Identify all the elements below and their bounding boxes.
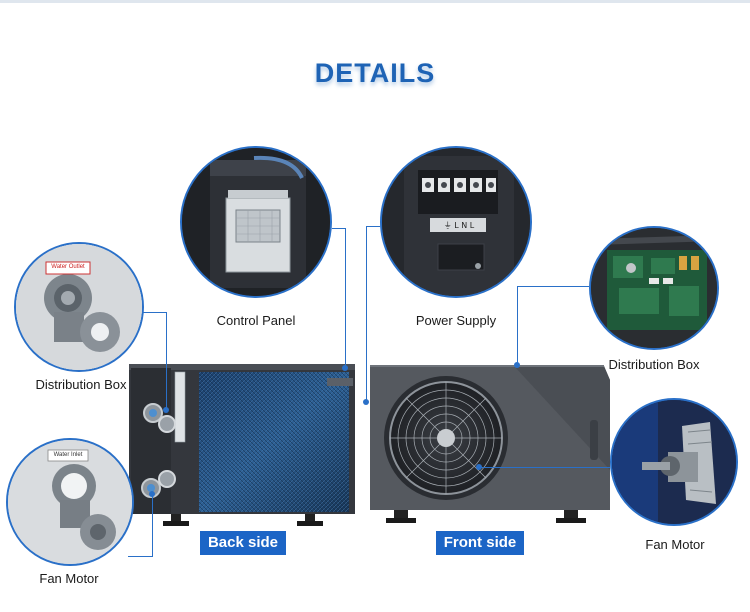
distribution-box-right-caption: Distribution Box — [608, 357, 700, 372]
back-side-label: Back side — [200, 531, 286, 555]
leader-dot — [476, 464, 482, 470]
fan-motor-right-detail-circle — [610, 398, 738, 526]
back-side-unit-image — [129, 364, 355, 526]
leader-line — [142, 312, 166, 313]
water-outlet-valve-photo — [16, 244, 142, 370]
front-side-label: Front side — [436, 531, 524, 555]
page-title: DETAILS — [314, 58, 436, 88]
water-outlet-tag: Water Outlet — [51, 264, 85, 270]
control-panel-detail-circle — [180, 146, 332, 298]
control-panel-photo — [182, 148, 330, 296]
power-supply-caption: Power Supply — [415, 313, 497, 328]
leader-dot — [514, 362, 520, 368]
leader-line — [166, 312, 167, 410]
distribution-box-right-detail-circle — [589, 226, 719, 350]
power-supply-detail-circle: ⏚ L N L — [380, 146, 532, 298]
leader-line — [152, 494, 153, 557]
leader-line — [366, 226, 380, 227]
leader-line — [345, 228, 346, 368]
top-divider — [0, 0, 750, 3]
control-panel-caption: Control Panel — [216, 313, 296, 328]
leader-dot — [163, 407, 169, 413]
distribution-box-left-caption: Distribution Box — [35, 377, 127, 392]
water-inlet-tag: Water Inlet — [53, 452, 83, 458]
fan-motor-right-caption: Fan Motor — [645, 537, 705, 552]
leader-line — [366, 226, 367, 402]
front-side-unit-image — [370, 365, 610, 523]
leader-line — [128, 556, 152, 557]
circuit-board-photo — [591, 228, 717, 348]
leader-line — [517, 286, 589, 287]
leader-line — [480, 467, 610, 468]
leader-dot — [363, 399, 369, 405]
distribution-box-left-detail-circle: Water Outlet — [14, 242, 144, 372]
power-supply-photo — [382, 148, 530, 296]
leader-dot — [149, 491, 155, 497]
fan-motor-left-detail-circle: Water Inlet — [6, 438, 134, 566]
fan-motor-left-caption: Fan Motor — [39, 571, 99, 586]
terminal-label: ⏚ L N L — [443, 221, 475, 230]
water-inlet-valve-photo — [8, 440, 132, 564]
fan-motor-photo — [612, 400, 736, 524]
leader-dot — [342, 365, 348, 371]
leader-line — [517, 286, 518, 366]
leader-line — [332, 228, 346, 229]
